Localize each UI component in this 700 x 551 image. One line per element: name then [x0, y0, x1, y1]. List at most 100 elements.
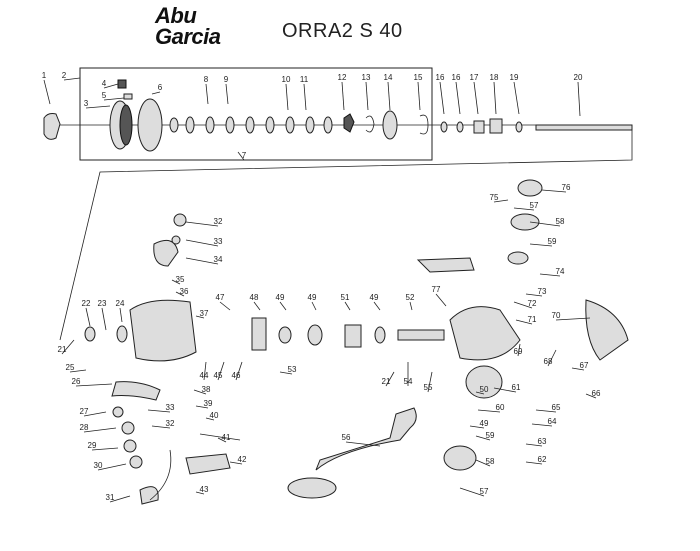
- spool-parts: [43, 79, 633, 152]
- leader-line-46: [235, 361, 243, 381]
- handle-bar-shape: [416, 257, 475, 273]
- leader-line-57: [513, 207, 535, 211]
- part-label: 57: [480, 487, 489, 496]
- body-parts: [84, 179, 629, 505]
- part-label: 42: [238, 455, 247, 464]
- part-label: 55: [424, 383, 433, 392]
- model-title: ORRA2 S 40: [282, 20, 403, 42]
- leader-line-74: [539, 273, 561, 277]
- leader-line-70: [555, 317, 591, 321]
- leader-line-65: [535, 409, 557, 413]
- leader-line-18: [493, 81, 497, 115]
- leader-line-61: [493, 387, 517, 393]
- part-label: 7: [242, 151, 247, 160]
- part-15-shape: [419, 114, 429, 135]
- leader-line-60: [477, 409, 501, 413]
- part-31-shape: [139, 486, 159, 505]
- leader-line-12: [341, 81, 345, 111]
- leader-line-71: [515, 319, 533, 325]
- part-label: 33: [166, 403, 175, 412]
- leader-line-68: [547, 349, 557, 367]
- part-label: 58: [556, 217, 565, 226]
- abu-garcia-logo: Abu Garcia: [155, 5, 221, 49]
- part-label: 41: [222, 433, 231, 442]
- part-label: 49: [480, 419, 489, 428]
- part-label: 26: [72, 377, 81, 386]
- part-label: 45: [214, 371, 223, 380]
- part-label: 73: [538, 287, 547, 296]
- leader-line-43: [195, 491, 205, 495]
- part-label: 24: [116, 299, 125, 308]
- leader-line-19: [513, 81, 520, 115]
- part-42-shape: [185, 453, 231, 475]
- brand-line2: Garcia: [155, 23, 221, 49]
- part-label: 71: [528, 315, 537, 324]
- part-label: 33: [214, 237, 223, 246]
- leader-line-66: [585, 393, 597, 399]
- leader-line-15: [417, 81, 421, 111]
- leader-line-63: [525, 443, 543, 447]
- leader-line-49: [373, 301, 381, 311]
- leader-line-49: [279, 301, 287, 311]
- part-label: 37: [200, 309, 209, 318]
- leader-line-27: [83, 411, 107, 417]
- part-label: 34: [214, 255, 223, 264]
- part-label: 29: [88, 441, 97, 450]
- leader-line-11: [303, 83, 307, 111]
- leader-line-38: [193, 389, 207, 395]
- leader-line-10: [285, 83, 289, 111]
- leader-line-8: [205, 83, 209, 105]
- part-34-shape: [153, 239, 179, 267]
- handle-knob-shape: [287, 477, 337, 499]
- part-label: 46: [232, 371, 241, 380]
- part-label: 16: [452, 73, 461, 82]
- part-label: 72: [528, 299, 537, 308]
- leader-line-22: [85, 307, 91, 327]
- part-label: 68: [544, 357, 553, 366]
- leader-line-36: [175, 291, 185, 297]
- body-shape: [449, 306, 521, 361]
- leader-line-45: [217, 361, 225, 381]
- leader-line-75: [493, 199, 509, 203]
- part-48-shape: [251, 317, 267, 351]
- part-label: 38: [202, 385, 211, 394]
- part-label: 64: [548, 417, 557, 426]
- spool-group-box: [79, 67, 433, 161]
- leader-line-33: [185, 239, 219, 247]
- leader-line-49: [469, 425, 485, 429]
- part-61-shape: [465, 365, 503, 399]
- leader-line-56: [345, 441, 381, 447]
- part-label: 13: [362, 73, 371, 82]
- leader-line-37: [195, 315, 205, 319]
- leader-line-35: [171, 279, 181, 285]
- leader-line-41: [217, 437, 227, 443]
- part-label: 28: [80, 423, 89, 432]
- leader-line-73: [525, 293, 543, 297]
- part-label: 56: [342, 433, 351, 442]
- part-label: 57: [530, 201, 539, 210]
- part-label: 21: [58, 345, 67, 354]
- part-4-shape: [117, 79, 127, 89]
- leader-line-49: [311, 301, 317, 311]
- leader-line-57: [459, 487, 485, 497]
- part-label: 18: [490, 73, 499, 82]
- leader-line-26: [75, 383, 113, 387]
- part-label: 11: [300, 75, 309, 84]
- leader-line-44: [203, 361, 207, 381]
- part-14-shape: [382, 110, 398, 140]
- part-56-handle: [315, 407, 417, 471]
- part-label: 59: [486, 431, 495, 440]
- part-label: 63: [538, 437, 547, 446]
- part-label: 66: [592, 389, 601, 398]
- part-label: 12: [338, 73, 347, 82]
- assembly-line: [59, 125, 633, 341]
- part-label: 27: [80, 407, 89, 416]
- leader-line-21: [61, 339, 75, 355]
- bail-wire: [149, 449, 172, 501]
- part-label: 60: [496, 403, 505, 412]
- part-label: 54: [404, 377, 413, 386]
- part-label: 17: [470, 73, 479, 82]
- part-label: 61: [512, 383, 521, 392]
- part-label: 21: [382, 377, 391, 386]
